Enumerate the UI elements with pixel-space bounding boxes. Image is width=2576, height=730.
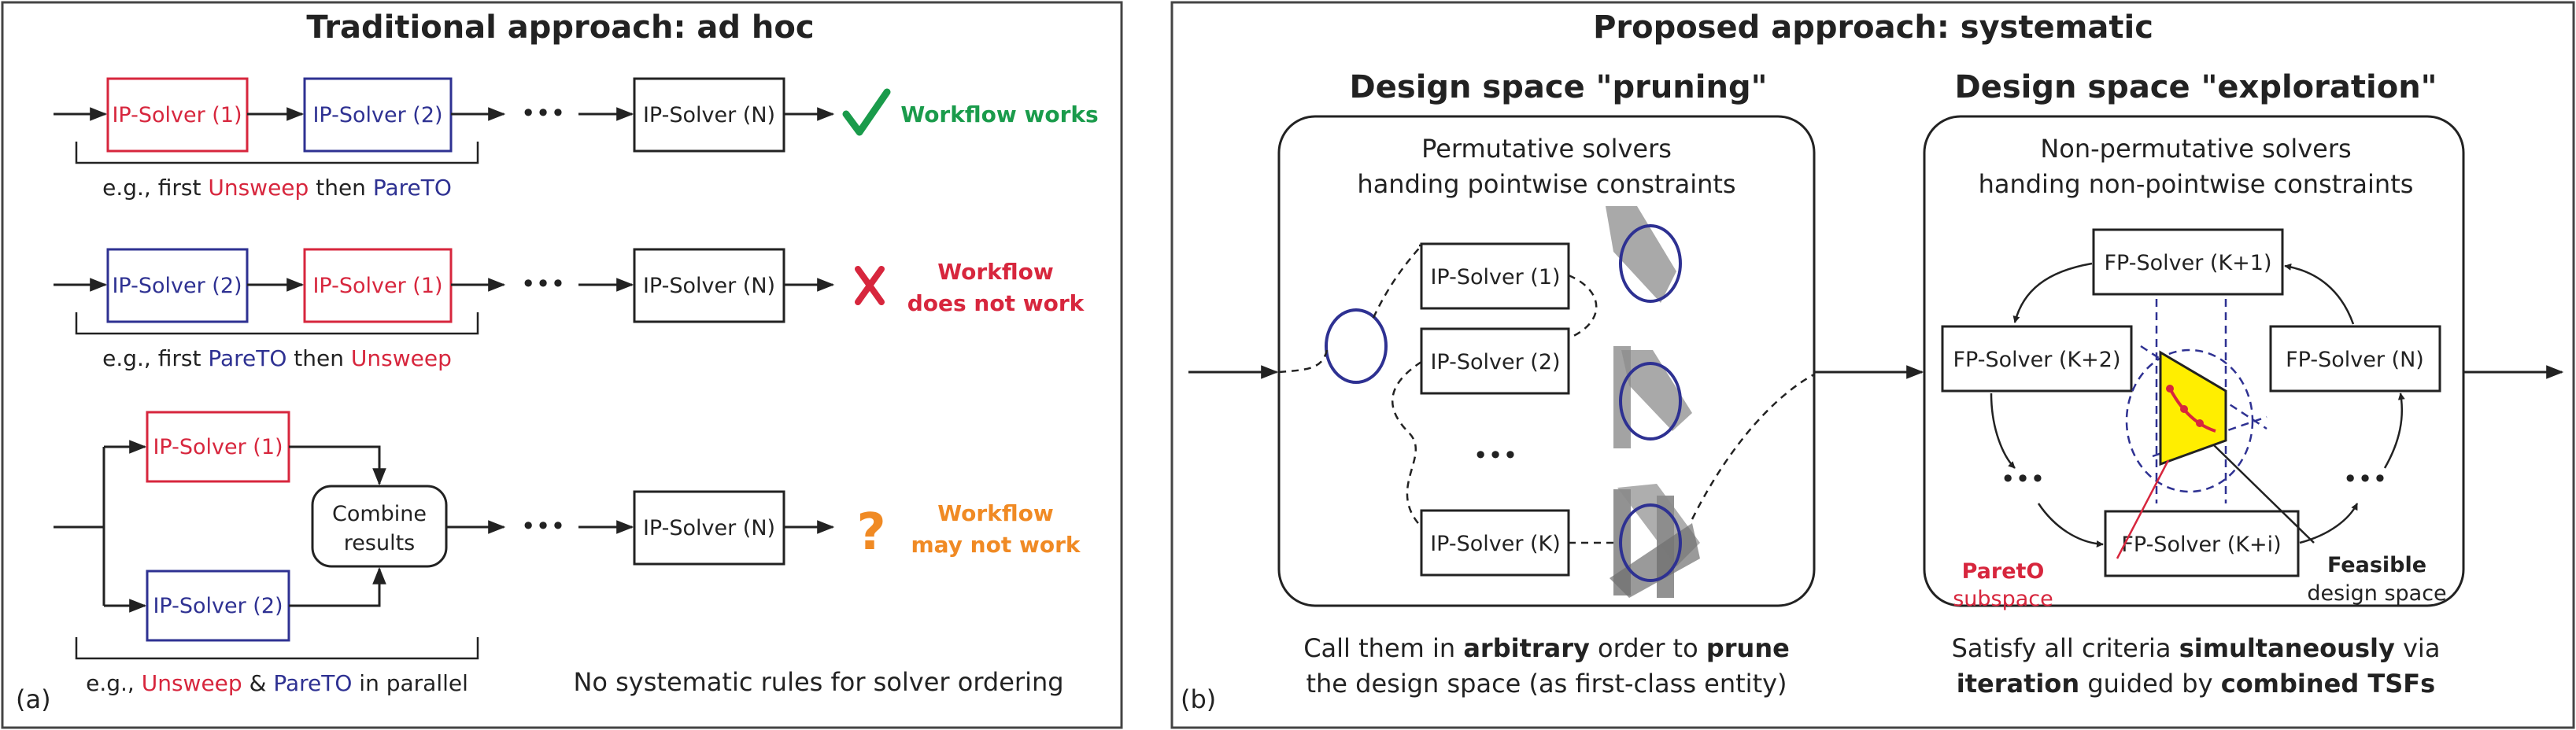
pruning-shape-k-icon <box>1610 484 1700 598</box>
row1-result: Workflow works <box>900 101 1098 127</box>
row3-ip-solver-n <box>633 490 785 566</box>
fp-solver-ki <box>2104 510 2300 577</box>
row1-ip-solver-2-label: IP-Solver (2) <box>312 103 442 127</box>
left-panel-title: Traditional approach: ad hoc <box>306 9 814 46</box>
right-panel-frame <box>1170 1 2575 729</box>
row1-ip-solver-n-label: IP-Solver (N) <box>643 103 775 127</box>
row3-result-line2: may not work <box>911 532 1081 558</box>
pareto-label-line1: ParetO <box>1962 559 2045 584</box>
exploration-heading: Design space "exploration" <box>1954 69 2437 105</box>
fp-solver-k2-label: FP-Solver (K+2) <box>1953 348 2121 372</box>
row1-workflow: IP-Solver (1) IP-Solver (2) ••• IP-Solve… <box>54 77 1099 201</box>
row3-ip-solver-1 <box>146 411 290 483</box>
fp-solver-n-label: FP-Solver (N) <box>2286 348 2424 372</box>
row1-ip-solver-1 <box>106 77 249 153</box>
pareto-pointer <box>2116 459 2170 559</box>
row2-result-line2: does not work <box>907 290 1085 316</box>
panel-label-b: (b) <box>1181 684 1216 714</box>
exploration-caption-line1: Satisfy all criteria simultaneously via <box>1952 633 2441 663</box>
row3-workflow: IP-Solver (1) IP-Solver (2) Combine resu… <box>54 411 1081 696</box>
exploration-ellipsis-left: ••• <box>2001 464 2046 494</box>
row2-note: e.g., first PareTO then Unsweep <box>102 345 452 371</box>
row3-result-line1: Workflow <box>937 500 1053 526</box>
panel-label-a: (a) <box>16 684 51 714</box>
pruning-box <box>1277 115 1816 607</box>
svg-text:?: ? <box>856 503 885 562</box>
row1-bracket <box>75 142 479 164</box>
feasible-space-icon <box>2125 299 2267 503</box>
pruning-ip-solver-1-label: IP-Solver (1) <box>1430 265 1560 289</box>
fp-solver-ki-label: FP-Solver (K+i) <box>2121 533 2281 557</box>
exploration-box <box>1923 115 2465 607</box>
row2-ip-solver-n-label: IP-Solver (N) <box>643 274 775 298</box>
left-panel-frame <box>1 1 1123 729</box>
pruning-ip-solver-2-label: IP-Solver (2) <box>1430 350 1560 374</box>
pruning-desc-line2: handing pointwise constraints <box>1357 169 1735 199</box>
exploration-caption-line2: iteration guided by combined TSFs <box>1957 669 2435 699</box>
row1-note: e.g., first Unsweep then PareTO <box>102 175 452 201</box>
question-icon: ? <box>856 503 885 562</box>
pruning-caption-line2: the design space (as first-class entity) <box>1306 669 1787 699</box>
pruning-heading: Design space "pruning" <box>1350 69 1768 105</box>
cross-icon <box>855 266 885 305</box>
pareto-label-line2: subspace <box>1953 587 2053 611</box>
right-panel-title: Proposed approach: systematic <box>1593 9 2153 46</box>
exploration-desc-line2: handing non-pointwise constraints <box>1979 169 2414 199</box>
initial-design-space-icon <box>1325 308 1388 384</box>
pruning-ip-solver-1 <box>1420 242 1570 310</box>
exploration-desc-line1: Non-permutative solvers <box>2040 134 2351 164</box>
row2-ip-solver-2-label: IP-Solver (2) <box>112 274 242 298</box>
pruning-ip-solver-2 <box>1420 327 1570 395</box>
row2-ellipsis: ••• <box>521 269 566 299</box>
exploration-ellipsis-right: ••• <box>2343 464 2388 494</box>
pruning-caption-line1: Call them in arbitrary order to prune <box>1303 633 1790 663</box>
fp-solver-n <box>2269 325 2441 393</box>
pruning-ip-solver-k-label: IP-Solver (K) <box>1430 532 1561 556</box>
feasible-label-line1: Feasible <box>2327 553 2426 577</box>
checkmark-icon <box>842 88 891 136</box>
row3-ip-solver-1-label: IP-Solver (1) <box>153 435 283 459</box>
row2-workflow: IP-Solver (2) IP-Solver (1) ••• IP-Solve… <box>54 248 1085 371</box>
combine-line1: Combine <box>332 502 427 526</box>
pruning-ellipsis: ••• <box>1473 441 1518 470</box>
row3-ip-solver-n-label: IP-Solver (N) <box>643 516 775 540</box>
row2-bracket <box>75 312 479 335</box>
pruning-ip-solver-k <box>1420 509 1570 577</box>
pruning-shape-1-icon <box>1606 206 1682 303</box>
fp-solver-k2 <box>1941 325 2133 393</box>
feasible-label-line2: design space <box>2307 581 2446 606</box>
row3-note: e.g., Unsweep & PareTO in parallel <box>86 670 468 696</box>
feasible-pointer <box>2212 444 2315 544</box>
pruning-desc-line1: Permutative solvers <box>1421 134 1672 164</box>
row1-ip-solver-1-label: IP-Solver (1) <box>112 103 242 127</box>
row2-ip-solver-1-label: IP-Solver (1) <box>312 274 442 298</box>
combine-line2: results <box>344 531 415 555</box>
fp-solver-k1 <box>2092 228 2284 296</box>
row3-ip-solver-2-label: IP-Solver (2) <box>153 594 283 618</box>
left-panel-footer: No systematic rules for solver ordering <box>573 667 1063 697</box>
row2-result-line1: Workflow <box>937 259 1053 285</box>
row3-bracket <box>75 637 479 660</box>
row3-ellipsis: ••• <box>521 511 566 541</box>
row1-ellipsis: ••• <box>521 98 566 128</box>
row3-ip-solver-2 <box>146 570 290 642</box>
pruning-shape-2-icon <box>1613 346 1692 448</box>
fp-solver-k1-label: FP-Solver (K+1) <box>2105 251 2272 275</box>
